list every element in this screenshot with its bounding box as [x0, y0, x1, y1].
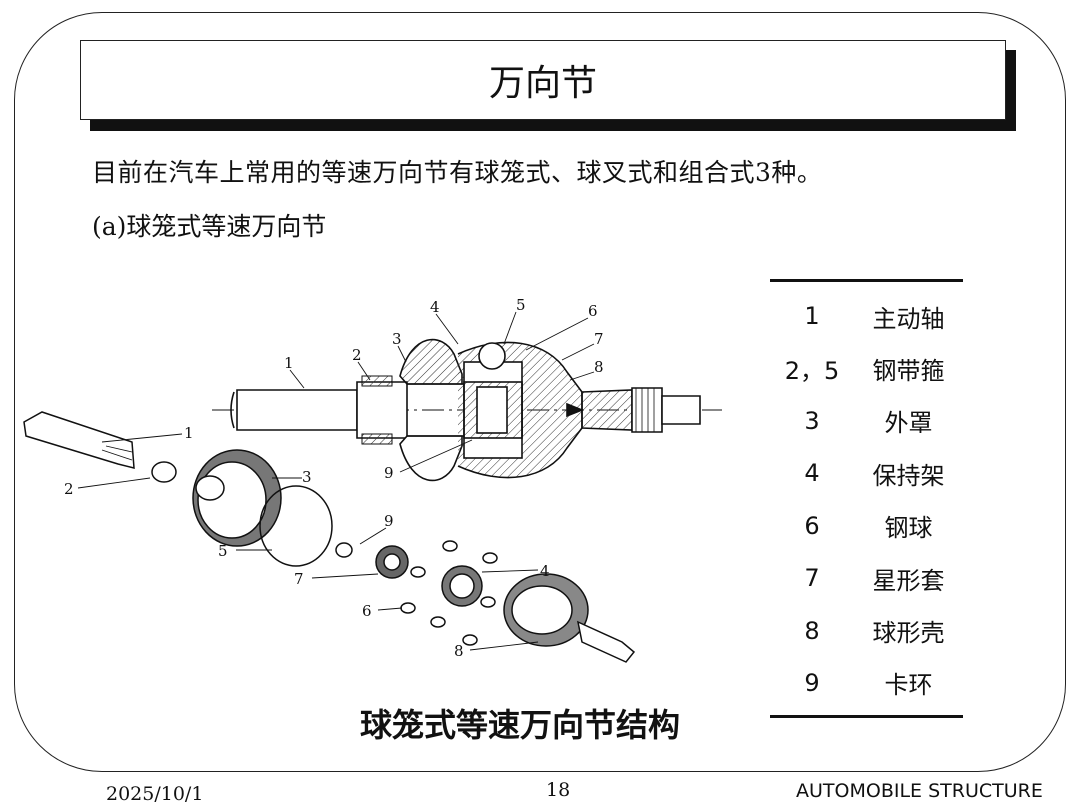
exploded-callout-4: 4	[540, 562, 550, 580]
legend-row: 9 卡环	[770, 657, 963, 709]
legend-part-name: 卡环	[884, 671, 933, 700]
slide-title: 万向节	[80, 40, 1006, 120]
cv-joint-diagram: 1 2 3 4 5 6 7 8 9	[23, 296, 722, 663]
legend-part-name: 星形套	[872, 566, 945, 595]
legend-row: 3 外罩	[770, 395, 963, 447]
legend-number: 6	[804, 511, 820, 540]
legend-part-name: 钢球	[884, 514, 933, 543]
parts-legend-table: 1 主动轴 2，5 钢带箍 3 外罩 4 保持架 6 钢球 7 星形套 8 球形…	[770, 279, 963, 719]
callout-7: 7	[594, 330, 604, 348]
intro-text: 目前在汽车上常用的等速万向节有球笼式、球叉式和组合式3种。	[92, 158, 823, 187]
legend-part-name: 主动轴	[872, 304, 945, 333]
exploded-callout-2: 2	[64, 480, 74, 498]
slide-frame	[14, 12, 1066, 772]
callout-6: 6	[588, 302, 598, 320]
legend-number: 2，5	[784, 357, 840, 386]
callout-4: 4	[430, 298, 440, 316]
footer-page-number: 18	[546, 779, 571, 801]
exploded-callout-9: 9	[384, 512, 394, 530]
callout-1: 1	[284, 354, 294, 372]
legend-row: 7 星形套	[770, 552, 963, 604]
exploded-callout-7: 7	[294, 570, 304, 588]
legend-bottom-rule	[770, 715, 963, 719]
callout-2: 2	[352, 346, 362, 364]
figure-caption: 球笼式等速万向节结构	[359, 706, 680, 744]
legend-row: 2，5 钢带箍	[770, 342, 963, 394]
exploded-callouts: 1 2 3 5 9 7 4 6 8	[64, 424, 550, 660]
legend-part-name: 外罩	[884, 409, 933, 438]
legend-row: 8 球形壳	[770, 604, 963, 656]
exploded-view	[23, 411, 636, 663]
legend-number: 1	[804, 302, 820, 331]
legend-part-name: 钢带箍	[872, 357, 945, 386]
callout-3: 3	[392, 330, 402, 348]
section-view	[212, 338, 722, 482]
legend-row: 4 保持架	[770, 447, 963, 499]
section-callouts: 1 2 3 4 5 6 7 8 9	[284, 296, 604, 482]
legend-part-name: 保持架	[872, 461, 945, 490]
exploded-callout-6: 6	[362, 602, 372, 620]
legend-number: 3	[804, 406, 820, 435]
legend-row: 6 钢球	[770, 500, 963, 552]
footer-course-title: AUTOMOBILE STRUCTURE	[796, 780, 1043, 802]
legend-row: 1 主动轴	[770, 290, 963, 342]
legend-top-rule	[770, 279, 963, 282]
callout-9: 9	[384, 464, 394, 482]
legend-number: 4	[804, 459, 820, 488]
legend-number: 8	[804, 616, 820, 645]
exploded-callout-3: 3	[302, 468, 312, 486]
callout-8: 8	[594, 358, 604, 376]
subheading: (a)球笼式等速万向节	[92, 212, 327, 241]
legend-number: 7	[804, 564, 820, 593]
legend-number: 9	[804, 668, 820, 697]
callout-5: 5	[516, 296, 526, 314]
legend-part-name: 球形壳	[872, 619, 945, 648]
exploded-callout-5: 5	[218, 542, 228, 560]
legend-rows: 1 主动轴 2，5 钢带箍 3 外罩 4 保持架 6 钢球 7 星形套 8 球形…	[770, 282, 963, 715]
footer-date: 2025/10/1	[106, 783, 204, 805]
exploded-callout-8: 8	[454, 642, 464, 660]
exploded-callout-1: 1	[184, 424, 194, 442]
